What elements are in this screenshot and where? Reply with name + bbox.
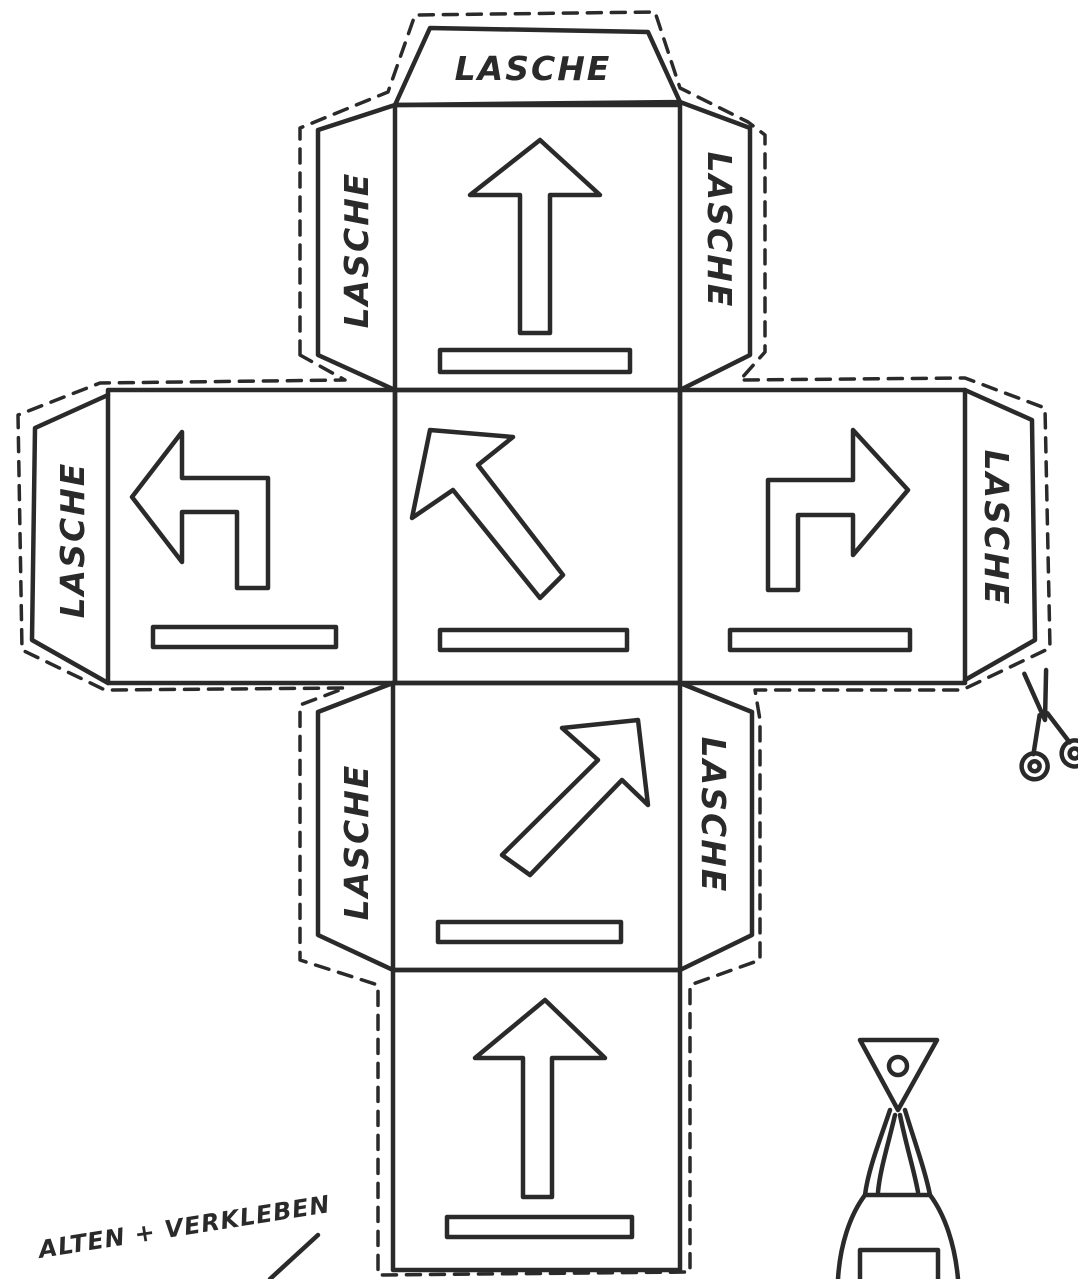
tab-label-top: LASCHE <box>455 49 612 88</box>
face-bottom <box>390 967 683 1273</box>
note-pointer <box>267 1232 321 1279</box>
tab-label-left: LASCHE <box>53 462 92 619</box>
cut-line <box>16 10 1052 1277</box>
tab-label-top-left: LASCHE <box>337 172 376 329</box>
arrow-turn-left-icon <box>129 429 339 650</box>
fold-glue-note: ALTEN + VERKLEBEN <box>35 1190 333 1264</box>
arrow-up-bottom-icon <box>444 997 635 1240</box>
arrow-diagonal-up-left-icon <box>409 427 630 653</box>
arrow-up-icon <box>437 137 633 375</box>
glue-bottle-icon <box>835 1037 961 1279</box>
tab-left <box>29 392 111 686</box>
scissors-icon <box>1019 667 1078 782</box>
tab-top-left <box>315 102 398 393</box>
tab-label-top-right: LASCHE <box>700 152 739 309</box>
tab-lower-left <box>315 680 396 973</box>
arrow-diagonal-up-right-icon <box>435 717 651 945</box>
tab-label-right: LASCHE <box>977 450 1016 607</box>
cube-net <box>29 25 1038 1273</box>
tab-right <box>962 387 1038 683</box>
arrow-turn-right-icon <box>727 427 913 653</box>
tab-label-lower-left: LASCHE <box>337 764 376 921</box>
face-top <box>392 102 683 393</box>
tab-lower-right <box>677 680 755 973</box>
tab-label-lower-right: LASCHE <box>694 737 733 894</box>
tab-top-right <box>677 99 753 393</box>
face-right <box>677 387 968 686</box>
